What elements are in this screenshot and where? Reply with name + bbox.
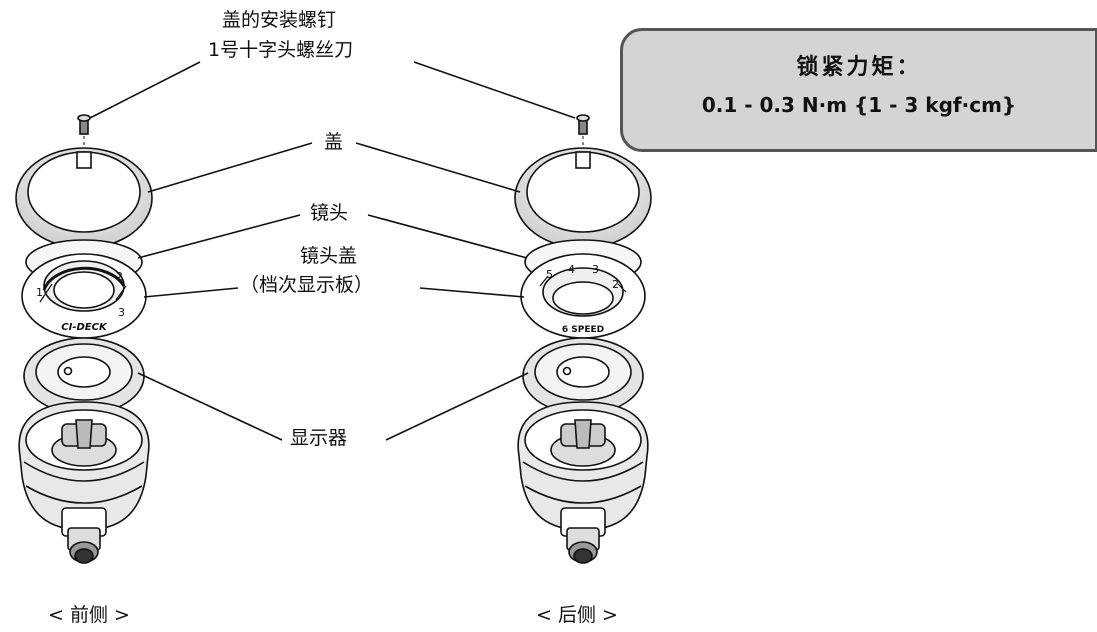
front-base-housing [18, 401, 150, 564]
leader-lens-cover-rear [419, 287, 525, 298]
leader-screw-front [89, 61, 201, 119]
torque-value: 0.1 - 0.3 N·m {1 - 3 kgf·cm} [701, 93, 1017, 117]
leader-lines [89, 61, 576, 441]
front-plate-number: 1 [36, 286, 43, 299]
rear-assembly: 5 4 3 2 6 SPEED [514, 114, 652, 564]
leader-lens-rear [367, 214, 528, 259]
front-display [23, 337, 145, 415]
front-plate-number: 2 [116, 270, 123, 283]
rear-display [522, 337, 644, 415]
front-lens-cover: 1 2 3 CI-DECK [21, 253, 147, 339]
front-view-caption: < 前侧 > [48, 604, 130, 626]
rear-lens-cover: 5 4 3 2 6 SPEED [520, 253, 646, 339]
rear-plate-number: 4 [568, 263, 575, 276]
rear-plate-number: 2 [612, 278, 619, 291]
front-plate-number: 3 [118, 306, 125, 319]
rear-plate-number: 5 [546, 268, 553, 281]
lens-cover-label: 镜头盖 [300, 245, 358, 267]
front-assembly: 1 2 3 CI-DECK [15, 114, 153, 564]
lens-cover-sublabel: （档次显示板） [240, 274, 374, 296]
torque-callout: 锁紧力矩： 0.1 - 0.3 N·m {1 - 3 kgf·cm} [620, 28, 1097, 152]
rear-plate-number: 3 [592, 263, 599, 276]
leader-cover-front [147, 142, 313, 193]
cover-label: 盖 [324, 131, 344, 153]
leader-cover-rear [355, 142, 521, 193]
rear-base-housing [517, 401, 649, 564]
rear-plate-brand: 6 SPEED [562, 325, 604, 335]
rear-view-caption: < 后侧 > [536, 604, 618, 626]
leader-display-rear [385, 372, 529, 441]
leader-lens-cover-front [143, 287, 239, 298]
display-label: 显示器 [290, 427, 348, 449]
front-plate-brand: CI-DECK [61, 322, 108, 333]
torque-title: 锁紧力矩： [796, 55, 922, 80]
leader-lens-front [137, 214, 301, 259]
front-cover [15, 147, 153, 249]
leader-display-front [137, 372, 283, 441]
rear-cover [514, 147, 652, 249]
leader-screw-rear [413, 61, 576, 119]
lens-label: 镜头 [310, 202, 349, 224]
screwdriver-label: 1号十字头螺丝刀 [208, 39, 354, 61]
screw-label: 盖的安装螺钉 [222, 9, 337, 31]
